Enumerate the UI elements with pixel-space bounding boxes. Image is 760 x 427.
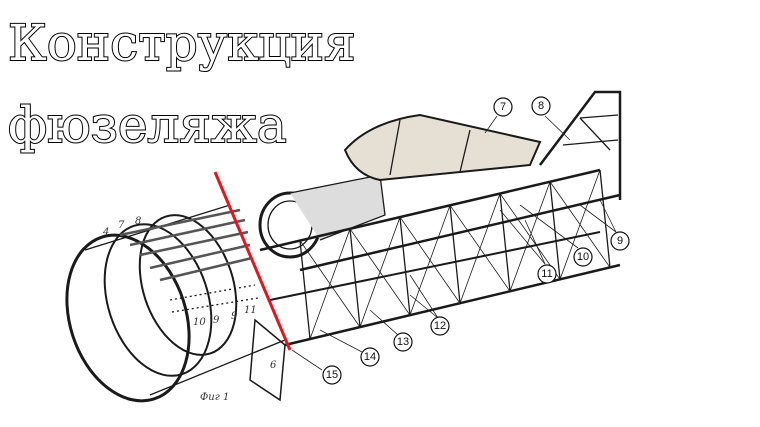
- handwritten-labels: 4 7 8 10 9 9 11 6 Фиг 1: [102, 216, 277, 403]
- hw-label: 6: [270, 360, 277, 371]
- svg-text:9: 9: [617, 235, 623, 247]
- callout-7: 7: [493, 97, 513, 117]
- callout-12: 12: [430, 316, 450, 336]
- hw-label: 7: [118, 220, 125, 231]
- callout-10: 10: [573, 247, 593, 267]
- callout-14: 14: [360, 347, 380, 367]
- svg-text:14: 14: [364, 351, 376, 363]
- leader-lines: [291, 115, 617, 371]
- hw-label: 4: [102, 227, 109, 238]
- svg-text:13: 13: [397, 336, 409, 348]
- callout-13: 13: [393, 332, 413, 352]
- hw-label: 9: [213, 315, 220, 326]
- svg-text:11: 11: [541, 268, 552, 280]
- hw-label: 8: [135, 216, 141, 227]
- truss-frame: [65, 90, 622, 403]
- title-line-2: фюзеляжа: [7, 96, 288, 154]
- svg-text:15: 15: [326, 369, 338, 381]
- cut-line: [213, 171, 292, 351]
- title-line-1: Конструкция: [7, 14, 356, 72]
- callout-11: 11: [537, 264, 557, 284]
- callout-9: 9: [610, 231, 630, 251]
- svg-text:8: 8: [538, 100, 544, 112]
- hw-label: 9: [231, 311, 238, 322]
- svg-text:7: 7: [500, 101, 506, 113]
- figure-caption: Фиг 1: [200, 392, 229, 403]
- svg-text:10: 10: [577, 251, 589, 263]
- callouts: 7 8 9 10 11 12 13 14 15: [322, 96, 630, 385]
- svg-text:12: 12: [434, 320, 446, 332]
- hw-label: 11: [244, 305, 257, 316]
- callout-8: 8: [531, 96, 551, 116]
- hw-label: 10: [193, 317, 206, 328]
- callout-15: 15: [322, 365, 342, 385]
